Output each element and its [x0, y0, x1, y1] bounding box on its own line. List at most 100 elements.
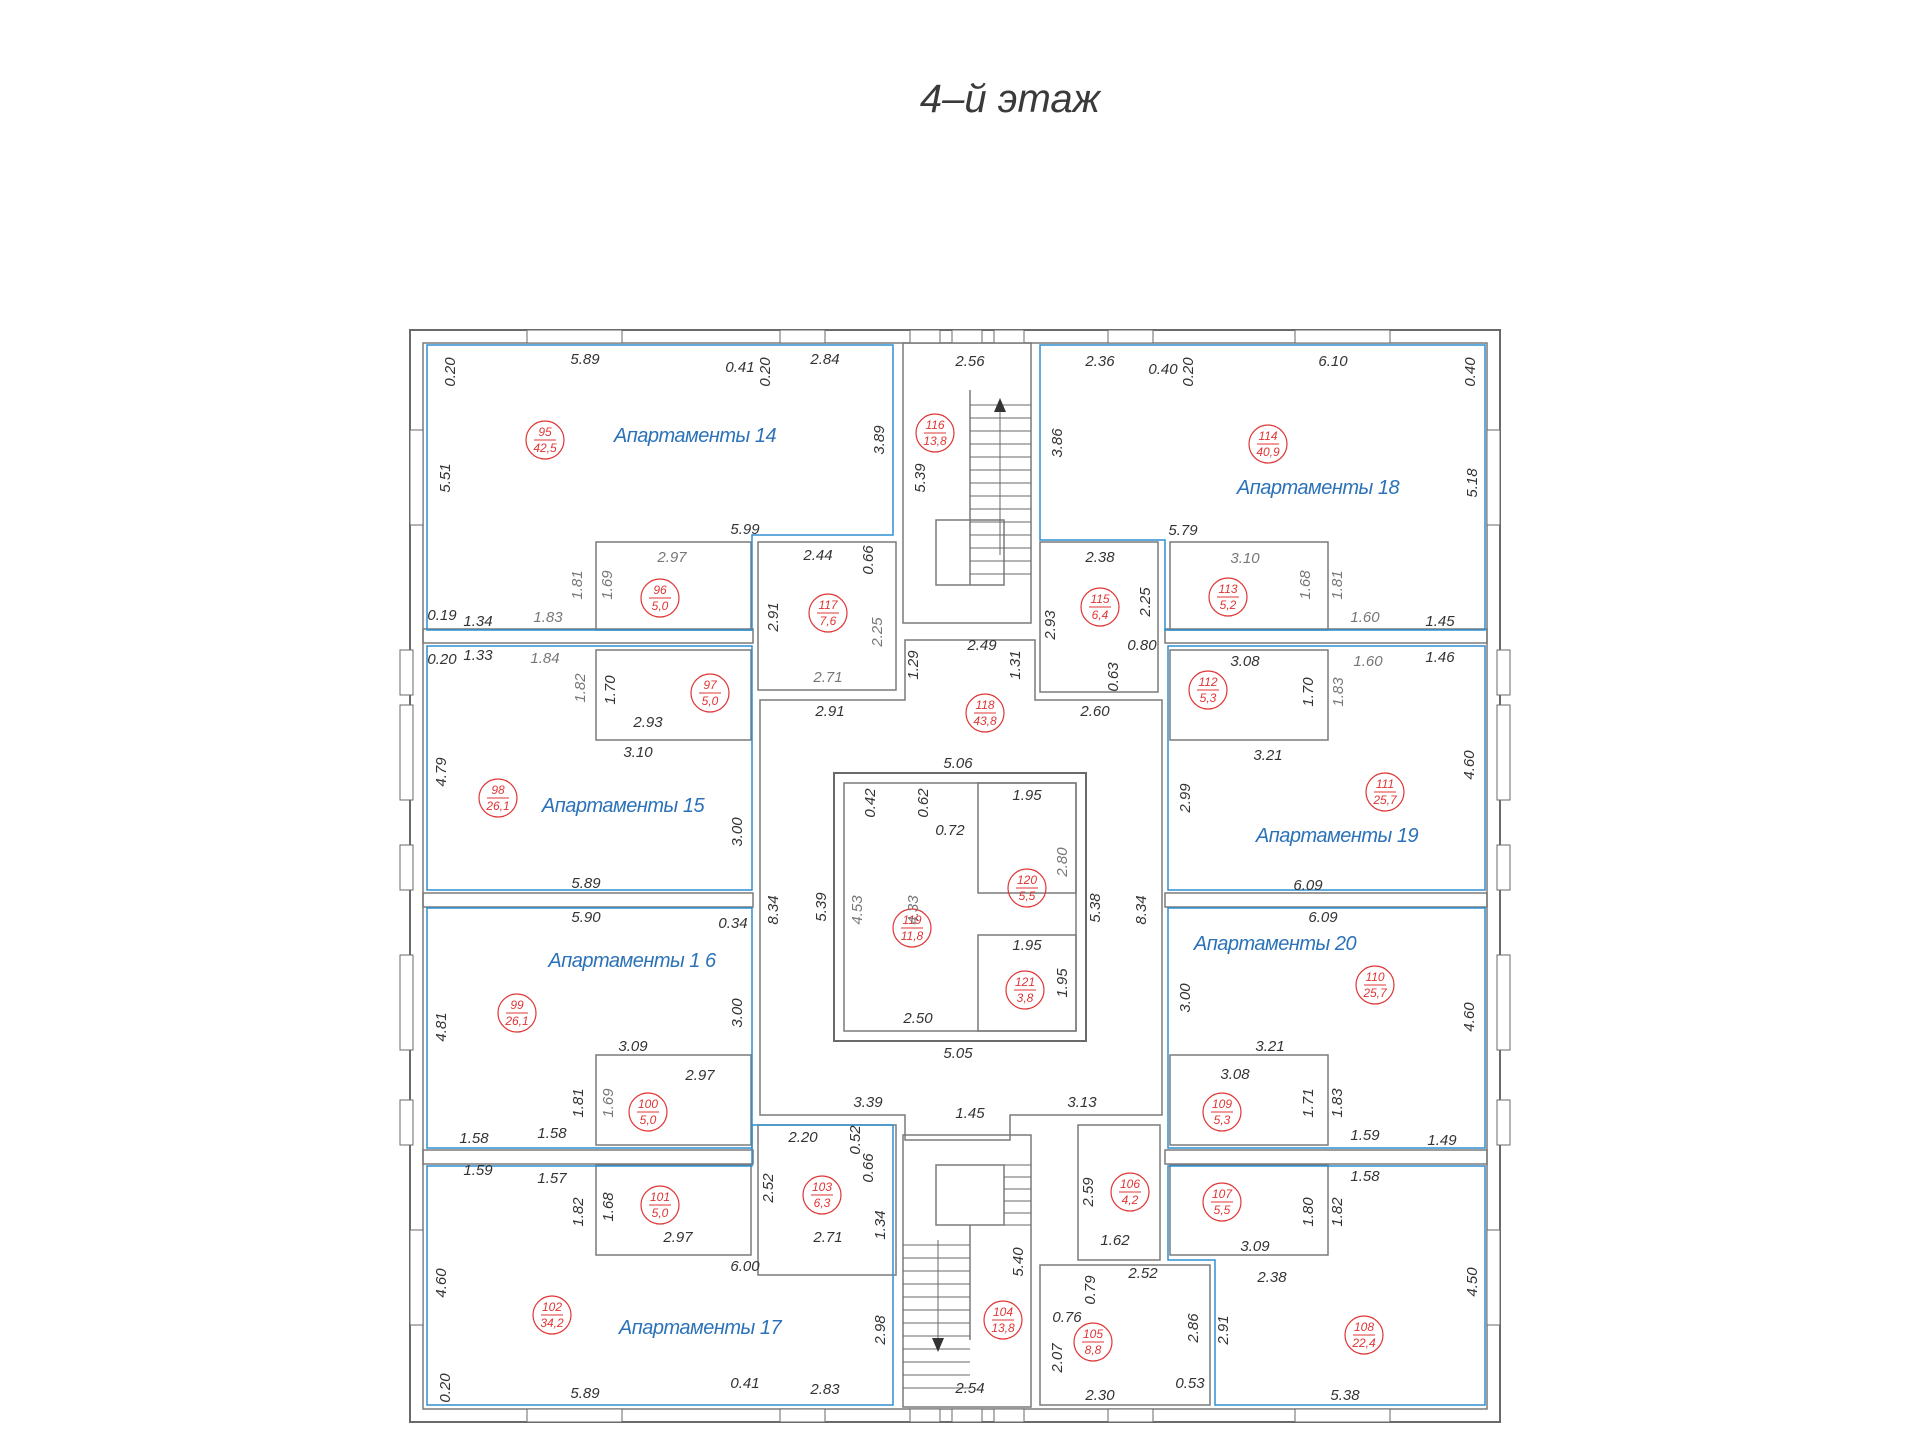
dimension-label: 2.93 [1042, 610, 1059, 641]
dimension-label: 4.53 [849, 895, 866, 925]
dimension-label: 1.62 [1100, 1232, 1130, 1249]
dimension-label: 0.20 [1180, 357, 1197, 387]
dimension-label: 0.52 [847, 1125, 864, 1155]
room-area: 5,5 [1214, 1203, 1231, 1217]
dimension-label: 5.51 [437, 463, 454, 492]
dimension-label: 2.91 [765, 602, 782, 632]
dimension-label: 5.06 [943, 755, 973, 772]
dimension-label: 1.95 [1012, 937, 1042, 954]
dimension-label: 2.52 [1127, 1265, 1158, 1282]
room-number: 113 [1218, 582, 1237, 596]
dimension-label: 3.00 [1177, 983, 1194, 1013]
dimension-label: 3.86 [1049, 428, 1066, 458]
dimension-label: 1.59 [1350, 1127, 1380, 1144]
dimension-label: 3.39 [853, 1094, 883, 1111]
room-number: 110 [1365, 970, 1384, 984]
dimension-label: 1.34 [872, 1210, 889, 1239]
apartment-outlines [426, 344, 1486, 1406]
room-number: 103 [812, 1180, 832, 1194]
dimension-label: 2.20 [787, 1129, 818, 1146]
dimension-label: 5.39 [813, 892, 830, 922]
dimension-label: 1.84 [530, 650, 559, 667]
apartment-label: Апартаменты 19 [1255, 825, 1419, 847]
dimension-label: 1.69 [599, 570, 616, 600]
dimension-label: 2.54 [954, 1380, 984, 1397]
room-area: 43,8 [973, 714, 997, 728]
dimension-label: 5.79 [1168, 522, 1198, 539]
dimension-label: 3.13 [1067, 1094, 1097, 1111]
room-number: 101 [650, 1190, 670, 1204]
dimension-label: 1.58 [537, 1125, 567, 1142]
dimension-label: 5.40 [1010, 1247, 1027, 1277]
dimension-label: 2.59 [1080, 1177, 1097, 1208]
room-area: 26,1 [504, 1014, 528, 1028]
dimension-label: 1.49 [1427, 1132, 1457, 1149]
stair-arrow-down-icon [932, 1240, 944, 1352]
dimension-label: 1.83 [1329, 1088, 1346, 1118]
dimension-label: 0.20 [757, 357, 774, 387]
dimension-label: 1.57 [537, 1170, 567, 1187]
dimension-label: 2.98 [872, 1315, 889, 1346]
room-area: 26,1 [485, 799, 509, 813]
room-number: 98 [491, 783, 505, 797]
dimension-label: 3.08 [1220, 1066, 1250, 1083]
dimension-label: 0.79 [1082, 1275, 1099, 1305]
dimension-label: 2.97 [662, 1229, 693, 1246]
dimension-label: 8.34 [765, 895, 782, 924]
dimension-label: 2.52 [760, 1173, 777, 1204]
dimension-label: 2.44 [802, 547, 832, 564]
dimension-label: 3.10 [623, 744, 653, 761]
dimension-label: 2.80 [1054, 847, 1071, 878]
dimension-label: 1.82 [570, 1197, 587, 1227]
dimension-label: 5.38 [1087, 893, 1104, 923]
dimension-label: 1.58 [459, 1130, 489, 1147]
room-area: 5,0 [702, 694, 719, 708]
room-number: 95 [538, 425, 552, 439]
dimension-label: 6.10 [1318, 353, 1348, 370]
dimension-label: 6.09 [1308, 909, 1338, 926]
dimension-label: 2.38 [1256, 1269, 1287, 1286]
room-number: 97 [703, 678, 718, 692]
dimension-label: 3.10 [1230, 550, 1260, 567]
dimension-label: 1.81 [569, 570, 586, 599]
apartment-label: Апартаменты 18 [1236, 477, 1400, 499]
dimension-label: 1.59 [463, 1162, 493, 1179]
dimension-label: 2.83 [809, 1381, 840, 1398]
dimension-label: 2.30 [1084, 1387, 1115, 1404]
floor-title: 4–й этаж [920, 77, 1102, 121]
dimension-label: 0.41 [725, 359, 754, 376]
dimension-label: 1.83 [1330, 677, 1347, 707]
dimension-label: 4.60 [1461, 1002, 1478, 1032]
dimension-labels: 0.20 5.89 0.41 0.20 2.84 2.56 2.36 0.40 … [427, 351, 1481, 1404]
dimension-label: 4.50 [1464, 1267, 1481, 1297]
dimension-label: 2.91 [1215, 1315, 1232, 1345]
dimension-label: 0.19 [427, 607, 457, 624]
dimension-label: 3.89 [871, 425, 888, 455]
room-area: 5,0 [652, 599, 669, 613]
room-area: 22,4 [1351, 1336, 1376, 1350]
dimension-label: 0.20 [437, 1373, 454, 1403]
dimension-label: 2.71 [812, 1229, 842, 1246]
dimension-label: 3.00 [729, 817, 746, 847]
dimension-label: 1.80 [1300, 1197, 1317, 1227]
dimension-label: 0.42 [862, 788, 879, 818]
dimension-label: 2.07 [1049, 1343, 1066, 1374]
room-number: 121 [1015, 975, 1035, 989]
dimension-label: 0.53 [1175, 1375, 1205, 1392]
room-marker: 975,0 [690, 673, 730, 713]
dimension-label: 1.60 [1350, 609, 1380, 626]
dimension-label: 0.76 [1052, 1309, 1082, 1326]
room-number: 118 [975, 698, 994, 712]
dimension-label: 0.20 [427, 651, 457, 668]
room-area: 5,3 [1200, 691, 1217, 705]
